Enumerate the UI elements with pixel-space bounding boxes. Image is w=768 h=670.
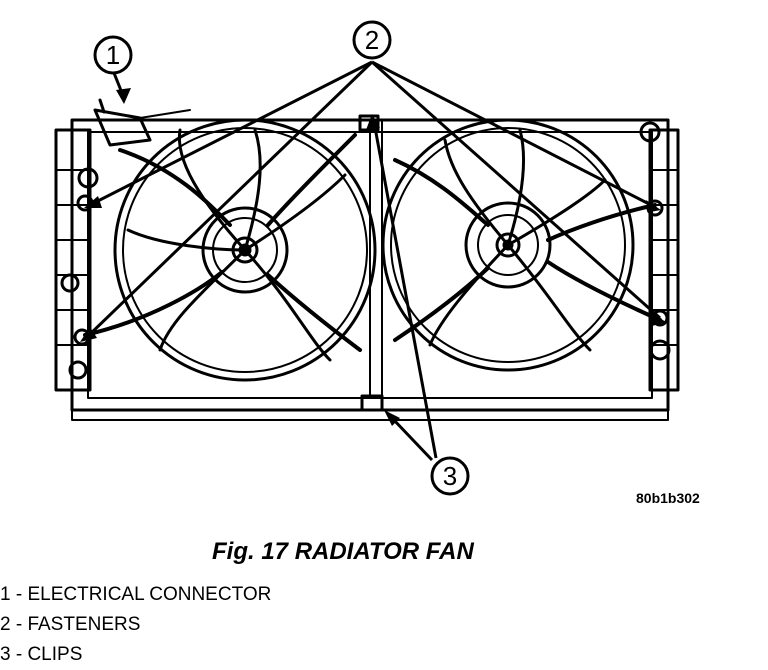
clips (358, 114, 384, 412)
leader-arrowheads (80, 88, 666, 426)
radiator-fan-illustration: 1 2 3 (54, 20, 680, 496)
callout-2: 2 (352, 20, 392, 60)
legend: 1 - ELECTRICAL CONNECTOR 2 - FASTENERS 3… (0, 580, 271, 670)
right-fan (381, 118, 662, 372)
electrical-connector (93, 98, 191, 147)
radiator-frame (54, 118, 680, 421)
callout-2-number: 2 (365, 25, 379, 55)
callout-3-number: 3 (443, 461, 457, 491)
callout-1-number: 1 (106, 40, 120, 70)
leader-lines (84, 60, 661, 462)
callout-1: 1 (93, 35, 133, 75)
left-fan (83, 118, 377, 382)
callout-3: 3 (430, 456, 470, 496)
figure-code: 80b1b302 (636, 490, 700, 506)
legend-item: 1 - ELECTRICAL CONNECTOR (0, 584, 272, 605)
fastener-points (60, 121, 671, 380)
legend-item: 2 - FASTENERS (0, 614, 141, 635)
legend-item: 3 - CLIPS (0, 644, 83, 665)
figure-caption: Fig. 17 RADIATOR FAN (212, 538, 474, 565)
